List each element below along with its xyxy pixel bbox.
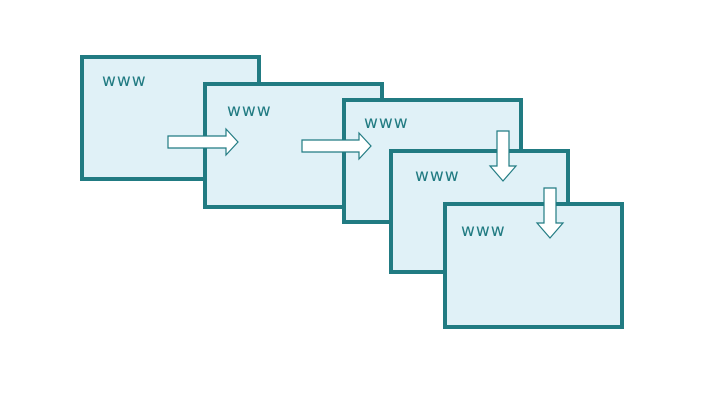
web-page-5-label: www <box>461 221 506 241</box>
right-arrow-icon <box>301 131 372 161</box>
down-arrow-icon <box>535 187 565 239</box>
down-arrow-icon <box>488 130 518 182</box>
web-page-1-label: www <box>102 71 147 91</box>
web-page-2-label: www <box>227 101 272 121</box>
right-arrow-icon <box>167 127 239 157</box>
web-page-4-label: www <box>415 166 460 186</box>
web-page-3-label: www <box>364 113 409 133</box>
web-page-5: www <box>443 202 624 329</box>
